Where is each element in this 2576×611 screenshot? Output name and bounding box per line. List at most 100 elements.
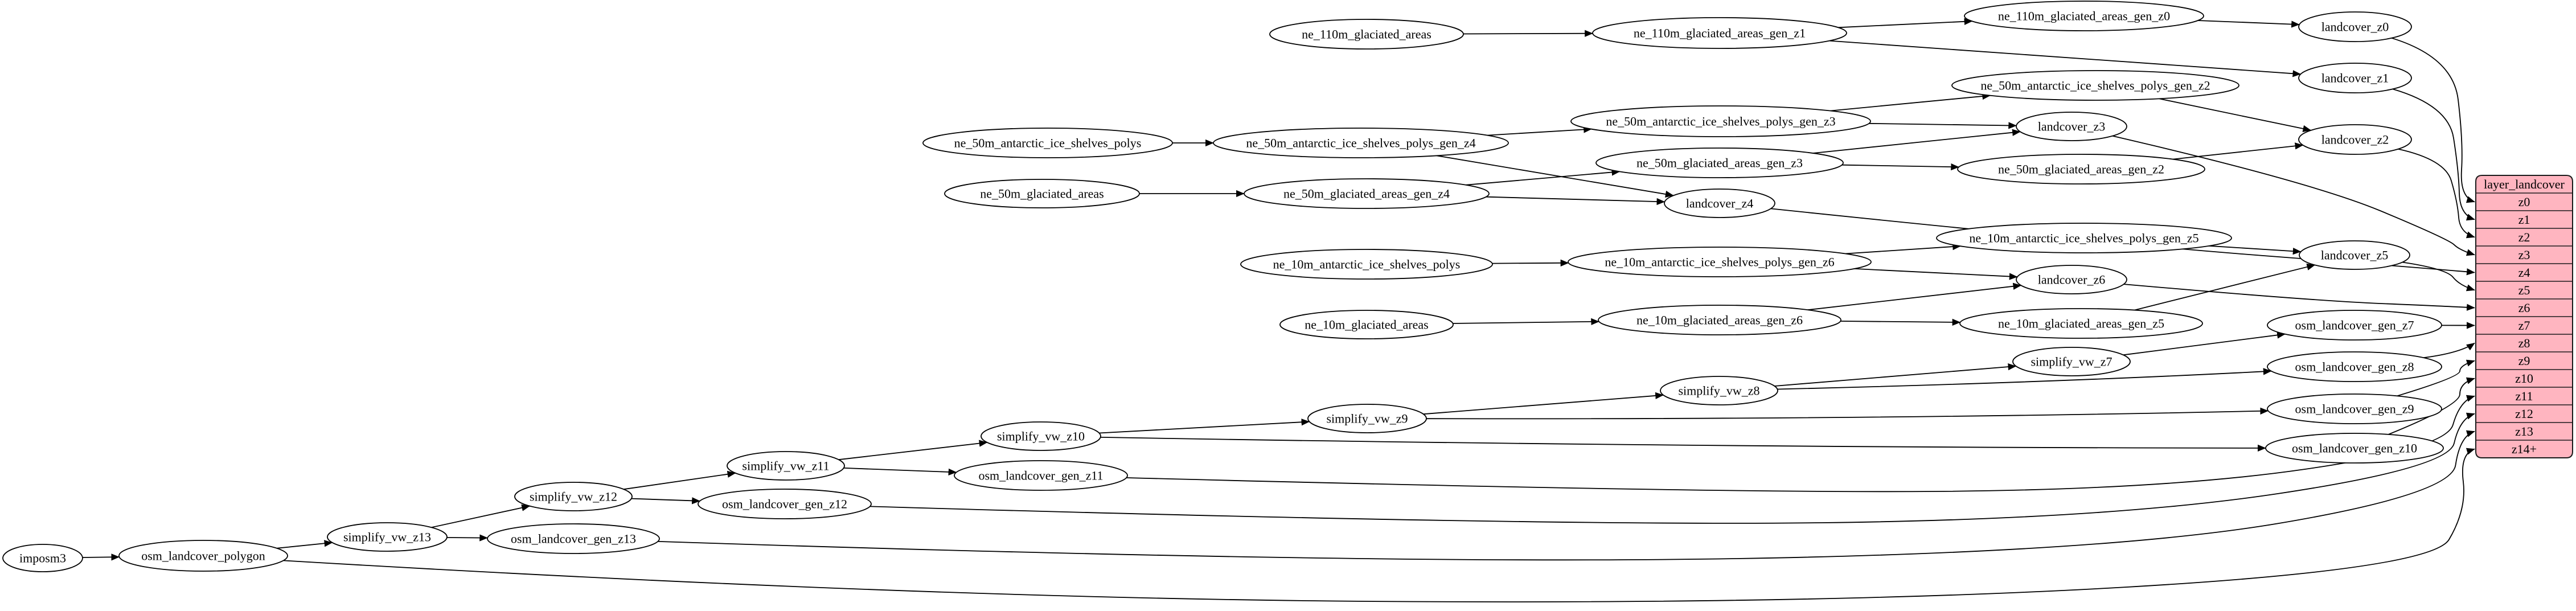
edge-osm_landcover_gen_z10-row-10	[2388, 377, 2475, 435]
edge-ne_50m_glaciated_areas_gen_z2-landcover_z2	[2173, 142, 2304, 160]
node-ellipse-landcover_z2	[2298, 124, 2412, 155]
node-ne_10m_glaciated_areas: ne_10m_glaciated_areas	[1279, 310, 1454, 339]
node-ne_110m_glaciated_areas_gen_z1: ne_110m_glaciated_areas_gen_z1	[1592, 17, 1847, 49]
layer-landcover-table: layer_landcoverz0z1z2z3z4z5z6z7z8z9z10z1…	[2475, 175, 2573, 458]
node-ellipse-imposm3	[2, 544, 83, 572]
edge-simplify_vw_z8-osm_landcover_gen_z8	[1777, 368, 2272, 390]
node-ellipse-landcover_z0	[2298, 11, 2412, 42]
node-simplify_vw_z11: simplify_vw_z11	[727, 451, 845, 481]
edge-simplify_vw_z12-simplify_vw_z11	[624, 470, 736, 490]
node-landcover_z5: landcover_z5	[2299, 240, 2410, 270]
edge-ne_10m_antarctic_ice_shelves_polys_gen_z6-ne_10m_antarctic_ice_shelves_polys_gen_z5	[1845, 243, 1961, 255]
node-label-osm_landcover_gen_z12: osm_landcover_gen_z12	[722, 497, 847, 511]
node-label-imposm3: imposm3	[19, 551, 66, 565]
node-label-osm_landcover_gen_z8: osm_landcover_gen_z8	[2295, 359, 2414, 374]
node-label-osm_landcover_gen_z7: osm_landcover_gen_z7	[2295, 318, 2414, 332]
node-ne_50m_glaciated_areas_gen_z3: ne_50m_glaciated_areas_gen_z3	[1595, 147, 1844, 178]
table-row-z11: z11	[2516, 389, 2533, 403]
node-label-ne_50m_antarctic_ice_shelves_polys_gen_z4: ne_50m_antarctic_ice_shelves_polys_gen_z…	[1246, 136, 1475, 150]
table-row-z7: z7	[2518, 318, 2530, 333]
edge-landcover_z0-row-0	[2391, 37, 2475, 203]
node-ne_10m_glaciated_areas_gen_z6: ne_10m_glaciated_areas_gen_z6	[1598, 305, 1841, 335]
node-landcover_z6: landcover_z6	[2016, 265, 2127, 294]
node-ellipse-simplify_vw_z8	[1660, 376, 1778, 405]
node-ellipse-ne_50m_antarctic_ice_shelves_polys	[922, 128, 1173, 158]
node-landcover_z4: landcover_z4	[1664, 188, 1775, 218]
edge-ne_10m_antarctic_ice_shelves_polys_gen_z5-landcover_z5	[2209, 245, 2302, 255]
node-ellipse-ne_110m_glaciated_areas_gen_z1	[1592, 17, 1847, 49]
node-label-simplify_vw_z10: simplify_vw_z10	[997, 429, 1085, 443]
edge-ne_10m_glaciated_areas_gen_z6-landcover_z6	[1807, 282, 2022, 311]
node-ellipse-ne_110m_glaciated_areas	[1269, 19, 1464, 50]
edge-osm_landcover_gen_z9-row-9	[2397, 359, 2475, 397]
node-label-ne_110m_glaciated_areas: ne_110m_glaciated_areas	[1302, 27, 1431, 41]
table-row-z9: z9	[2518, 354, 2530, 368]
node-label-osm_landcover_gen_z13: osm_landcover_gen_z13	[511, 531, 636, 546]
node-osm_landcover_gen_z13: osm_landcover_gen_z13	[487, 523, 660, 554]
node-ellipse-osm_landcover_gen_z8	[2267, 351, 2442, 382]
node-ellipse-ne_50m_glaciated_areas	[944, 179, 1140, 208]
edge-simplify_vw_z11-simplify_vw_z10	[838, 440, 988, 461]
edge-landcover_z1-row-1	[2392, 88, 2475, 221]
node-ellipse-landcover_z5	[2299, 240, 2410, 270]
node-simplify_vw_z7: simplify_vw_z7	[2012, 347, 2131, 376]
node-ne_10m_antarctic_ice_shelves_polys_gen_z5: ne_10m_antarctic_ice_shelves_polys_gen_z…	[1936, 223, 2232, 253]
node-label-ne_50m_antarctic_ice_shelves_polys_gen_z3: ne_50m_antarctic_ice_shelves_polys_gen_z…	[1606, 114, 1835, 128]
table-row-z6: z6	[2518, 301, 2530, 315]
node-label-simplify_vw_z12: simplify_vw_z12	[530, 489, 617, 503]
node-ne_50m_glaciated_areas_gen_z4: ne_50m_glaciated_areas_gen_z4	[1244, 178, 1490, 209]
node-label-osm_landcover_gen_z10: osm_landcover_gen_z10	[2292, 441, 2417, 455]
table-row-z10: z10	[2515, 371, 2533, 386]
node-label-landcover_z1: landcover_z1	[2321, 71, 2389, 85]
node-ellipse-osm_landcover_gen_z9	[2267, 393, 2442, 424]
node-ellipse-simplify_vw_z13	[327, 522, 448, 552]
node-osm_landcover_polygon: osm_landcover_polygon	[118, 540, 288, 572]
table-row-z13: z13	[2515, 424, 2533, 438]
node-ellipse-ne_50m_antarctic_ice_shelves_polys_gen_z2	[1951, 70, 2239, 101]
node-ne_10m_antarctic_ice_shelves_polys_gen_z6: ne_10m_antarctic_ice_shelves_polys_gen_z…	[1568, 247, 1872, 277]
edge-landcover_z2-row-2	[2398, 148, 2475, 239]
node-label-ne_110m_glaciated_areas_gen_z1: ne_110m_glaciated_areas_gen_z1	[1634, 26, 1806, 40]
node-ellipse-simplify_vw_z12	[514, 482, 633, 511]
node-ne_50m_glaciated_areas_gen_z2: ne_50m_glaciated_areas_gen_z2	[1957, 154, 2205, 184]
edge-ne_50m_glaciated_areas_gen_z4-ne_50m_glaciated_areas_gen_z3	[1466, 169, 1621, 186]
node-label-simplify_vw_z11: simplify_vw_z11	[742, 458, 829, 473]
node-label-ne_10m_glaciated_areas: ne_10m_glaciated_areas	[1305, 317, 1428, 331]
node-ellipse-landcover_z6	[2016, 265, 2127, 294]
node-ellipse-osm_landcover_gen_z12	[698, 489, 872, 519]
edge-osm_landcover_polygon-simplify_vw_z13	[277, 540, 333, 549]
node-ellipse-ne_50m_glaciated_areas_gen_z2	[1957, 154, 2205, 184]
node-label-ne_50m_glaciated_areas_gen_z2: ne_50m_glaciated_areas_gen_z2	[1998, 162, 2164, 176]
edge-ne_110m_glaciated_areas_gen_z0-landcover_z0	[2197, 20, 2300, 28]
node-osm_landcover_gen_z9: osm_landcover_gen_z9	[2267, 393, 2442, 424]
edge-landcover_z6-row-6	[2123, 284, 2475, 311]
table-row-z4: z4	[2518, 265, 2530, 280]
edge-ne_10m_glaciated_areas-ne_10m_glaciated_areas_gen_z6	[1453, 318, 1599, 326]
node-label-simplify_vw_z9: simplify_vw_z9	[1327, 411, 1408, 425]
node-osm_landcover_gen_z7: osm_landcover_gen_z7	[2267, 310, 2442, 341]
node-ne_50m_antarctic_ice_shelves_polys_gen_z3: ne_50m_antarctic_ice_shelves_polys_gen_z…	[1570, 105, 1871, 137]
node-ellipse-ne_10m_glaciated_areas_gen_z5	[1959, 308, 2203, 339]
edge-ne_50m_antarctic_ice_shelves_polys_gen_z4-landcover_z4	[1436, 155, 1674, 198]
edge-ne_10m_antarctic_ice_shelves_polys-ne_10m_antarctic_ice_shelves_polys_gen_z6	[1492, 259, 1569, 266]
node-ne_50m_antarctic_ice_shelves_polys_gen_z4: ne_50m_antarctic_ice_shelves_polys_gen_z…	[1213, 128, 1509, 158]
node-label-landcover_z4: landcover_z4	[1686, 196, 1754, 210]
node-ellipse-ne_10m_glaciated_areas	[1279, 310, 1454, 339]
table-row-z5: z5	[2518, 283, 2530, 297]
node-label-ne_50m_glaciated_areas: ne_50m_glaciated_areas	[980, 186, 1104, 200]
edge-landcover_z4-row-4	[1770, 208, 2475, 276]
edge-osm_landcover_gen_z13-row-13	[658, 430, 2475, 561]
node-landcover_z2: landcover_z2	[2298, 124, 2412, 155]
edge-simplify_vw_z10-osm_landcover_gen_z10	[1100, 437, 2266, 452]
node-label-simplify_vw_z13: simplify_vw_z13	[343, 530, 431, 544]
edge-ne_110m_glaciated_areas_gen_z1-landcover_z1	[1829, 40, 2302, 77]
node-label-ne_50m_glaciated_areas_gen_z3: ne_50m_glaciated_areas_gen_z3	[1636, 155, 1803, 170]
node-label-ne_10m_antarctic_ice_shelves_polys_gen_z6: ne_10m_antarctic_ice_shelves_polys_gen_z…	[1605, 255, 1834, 269]
node-simplify_vw_z12: simplify_vw_z12	[514, 482, 633, 511]
node-ellipse-landcover_z1	[2298, 63, 2412, 93]
node-ellipse-osm_landcover_gen_z11	[954, 460, 1128, 491]
node-osm_landcover_gen_z10: osm_landcover_gen_z10	[2265, 433, 2444, 464]
edges-layer	[82, 18, 2475, 602]
node-label-simplify_vw_z8: simplify_vw_z8	[1679, 383, 1760, 397]
